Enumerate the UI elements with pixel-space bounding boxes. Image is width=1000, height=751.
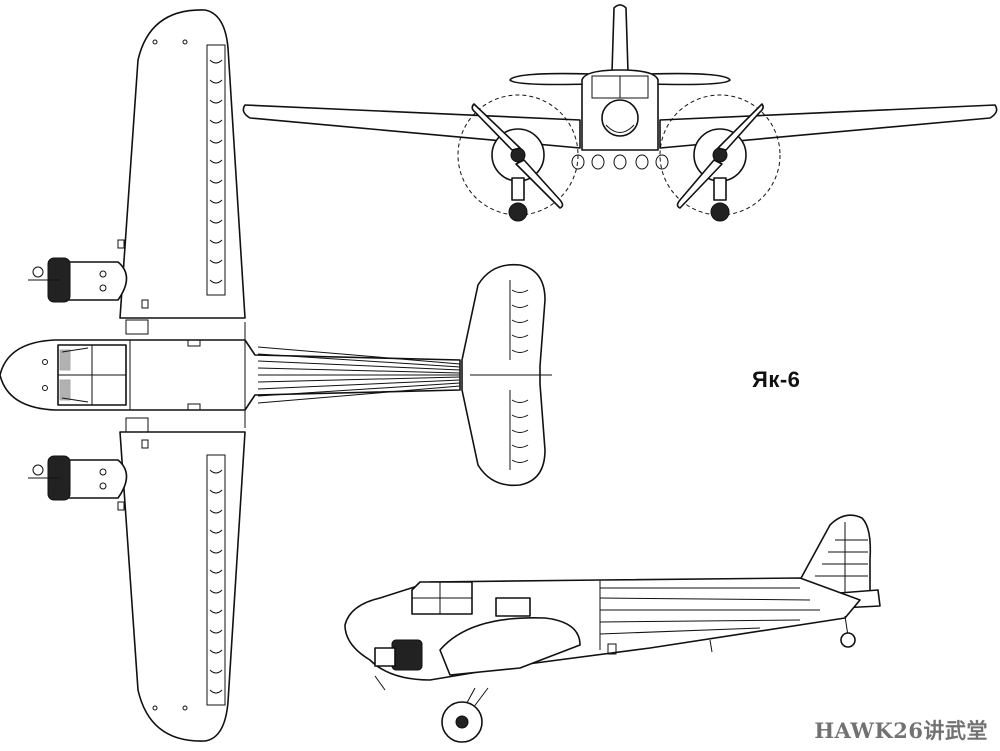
top-view-engine-upper xyxy=(28,257,128,303)
top-view-ailerons xyxy=(125,44,245,706)
side-view-main-gear xyxy=(441,687,489,743)
top-view xyxy=(0,9,552,742)
front-view-engine-right xyxy=(676,103,764,222)
front-view-engine-left xyxy=(471,103,564,222)
side-view-tail-wheel xyxy=(840,615,856,648)
top-view-engine-lower xyxy=(28,455,128,501)
side-view xyxy=(344,514,881,743)
side-view-fin xyxy=(799,514,872,601)
front-view xyxy=(242,4,998,222)
watermark: HAWK26讲武堂 xyxy=(814,718,988,743)
top-view-wing xyxy=(119,9,246,742)
front-view-wing xyxy=(242,104,998,149)
top-view-stringers xyxy=(129,322,461,428)
aircraft-designation: Як-6 xyxy=(752,367,801,392)
top-view-canopy xyxy=(57,344,127,406)
side-view-engine xyxy=(374,639,423,691)
